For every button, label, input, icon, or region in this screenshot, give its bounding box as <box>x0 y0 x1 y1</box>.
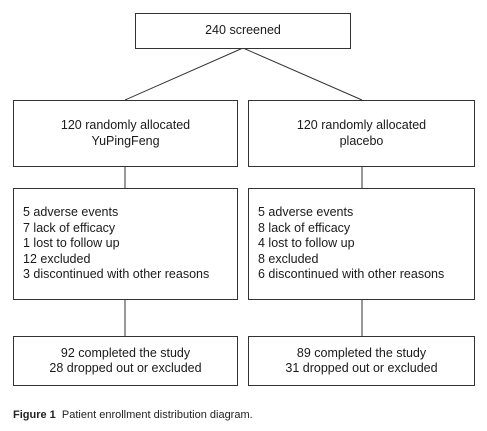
connector-screened-to-placebo <box>242 47 363 101</box>
placebo-allocation-line-2: placebo <box>339 133 384 148</box>
yupingfeng-reasons-box: 5 adverse events 7 lack of efficacy 1 lo… <box>13 188 238 300</box>
figure-caption-label: Figure 1 <box>13 409 56 421</box>
screened-box: 240 screened <box>135 13 351 49</box>
placebo-reason-lost-to-follow-up: 4 lost to follow up <box>258 236 355 251</box>
yupingfeng-allocation-line-2: YuPingFeng <box>91 133 160 148</box>
yupingfeng-allocation-line-1: 120 randomly allocated <box>60 118 191 132</box>
yupingfeng-dropped-out: 28 dropped out or excluded <box>49 361 202 375</box>
placebo-dropped-out: 31 dropped out or excluded <box>285 361 438 375</box>
yupingfeng-reason-lost-to-follow-up: 1 lost to follow up <box>23 236 120 251</box>
placebo-reason-discontinued: 6 discontinued with other reasons <box>258 267 445 282</box>
placebo-reasons-box: 5 adverse events 8 lack of efficacy 4 lo… <box>248 188 475 300</box>
placebo-allocation-line-1: 120 randomly allocated <box>296 118 427 132</box>
yupingfeng-reason-lack-of-efficacy: 7 lack of efficacy <box>23 220 116 235</box>
figure-caption-text: Patient enrollment distribution diagram. <box>61 409 253 421</box>
screened-label: 240 screened <box>205 23 281 38</box>
connector-screened-to-yupingfeng <box>124 47 244 101</box>
yupingfeng-completed: 92 completed the study <box>60 345 191 360</box>
yupingfeng-reason-discontinued: 3 discontinued with other reasons <box>23 267 210 282</box>
placebo-completed: 89 completed the study <box>296 345 427 360</box>
yupingfeng-reason-adverse-events: 5 adverse events <box>23 205 119 220</box>
placebo-allocation-box: 120 randomly allocated placebo <box>248 100 475 167</box>
figure-caption: Figure 1 Patient enrollment distribution… <box>13 408 253 422</box>
yupingfeng-outcome-box: 92 completed the study 28 dropped out or… <box>13 336 238 386</box>
placebo-reason-excluded: 8 excluded <box>258 251 319 266</box>
yupingfeng-allocation-box: 120 randomly allocated YuPingFeng <box>13 100 238 167</box>
placebo-outcome-box: 89 completed the study 31 dropped out or… <box>248 336 475 386</box>
placebo-reason-adverse-events: 5 adverse events <box>258 205 354 220</box>
placebo-reason-lack-of-efficacy: 8 lack of efficacy <box>258 220 351 235</box>
yupingfeng-reason-excluded: 12 excluded <box>23 251 91 266</box>
